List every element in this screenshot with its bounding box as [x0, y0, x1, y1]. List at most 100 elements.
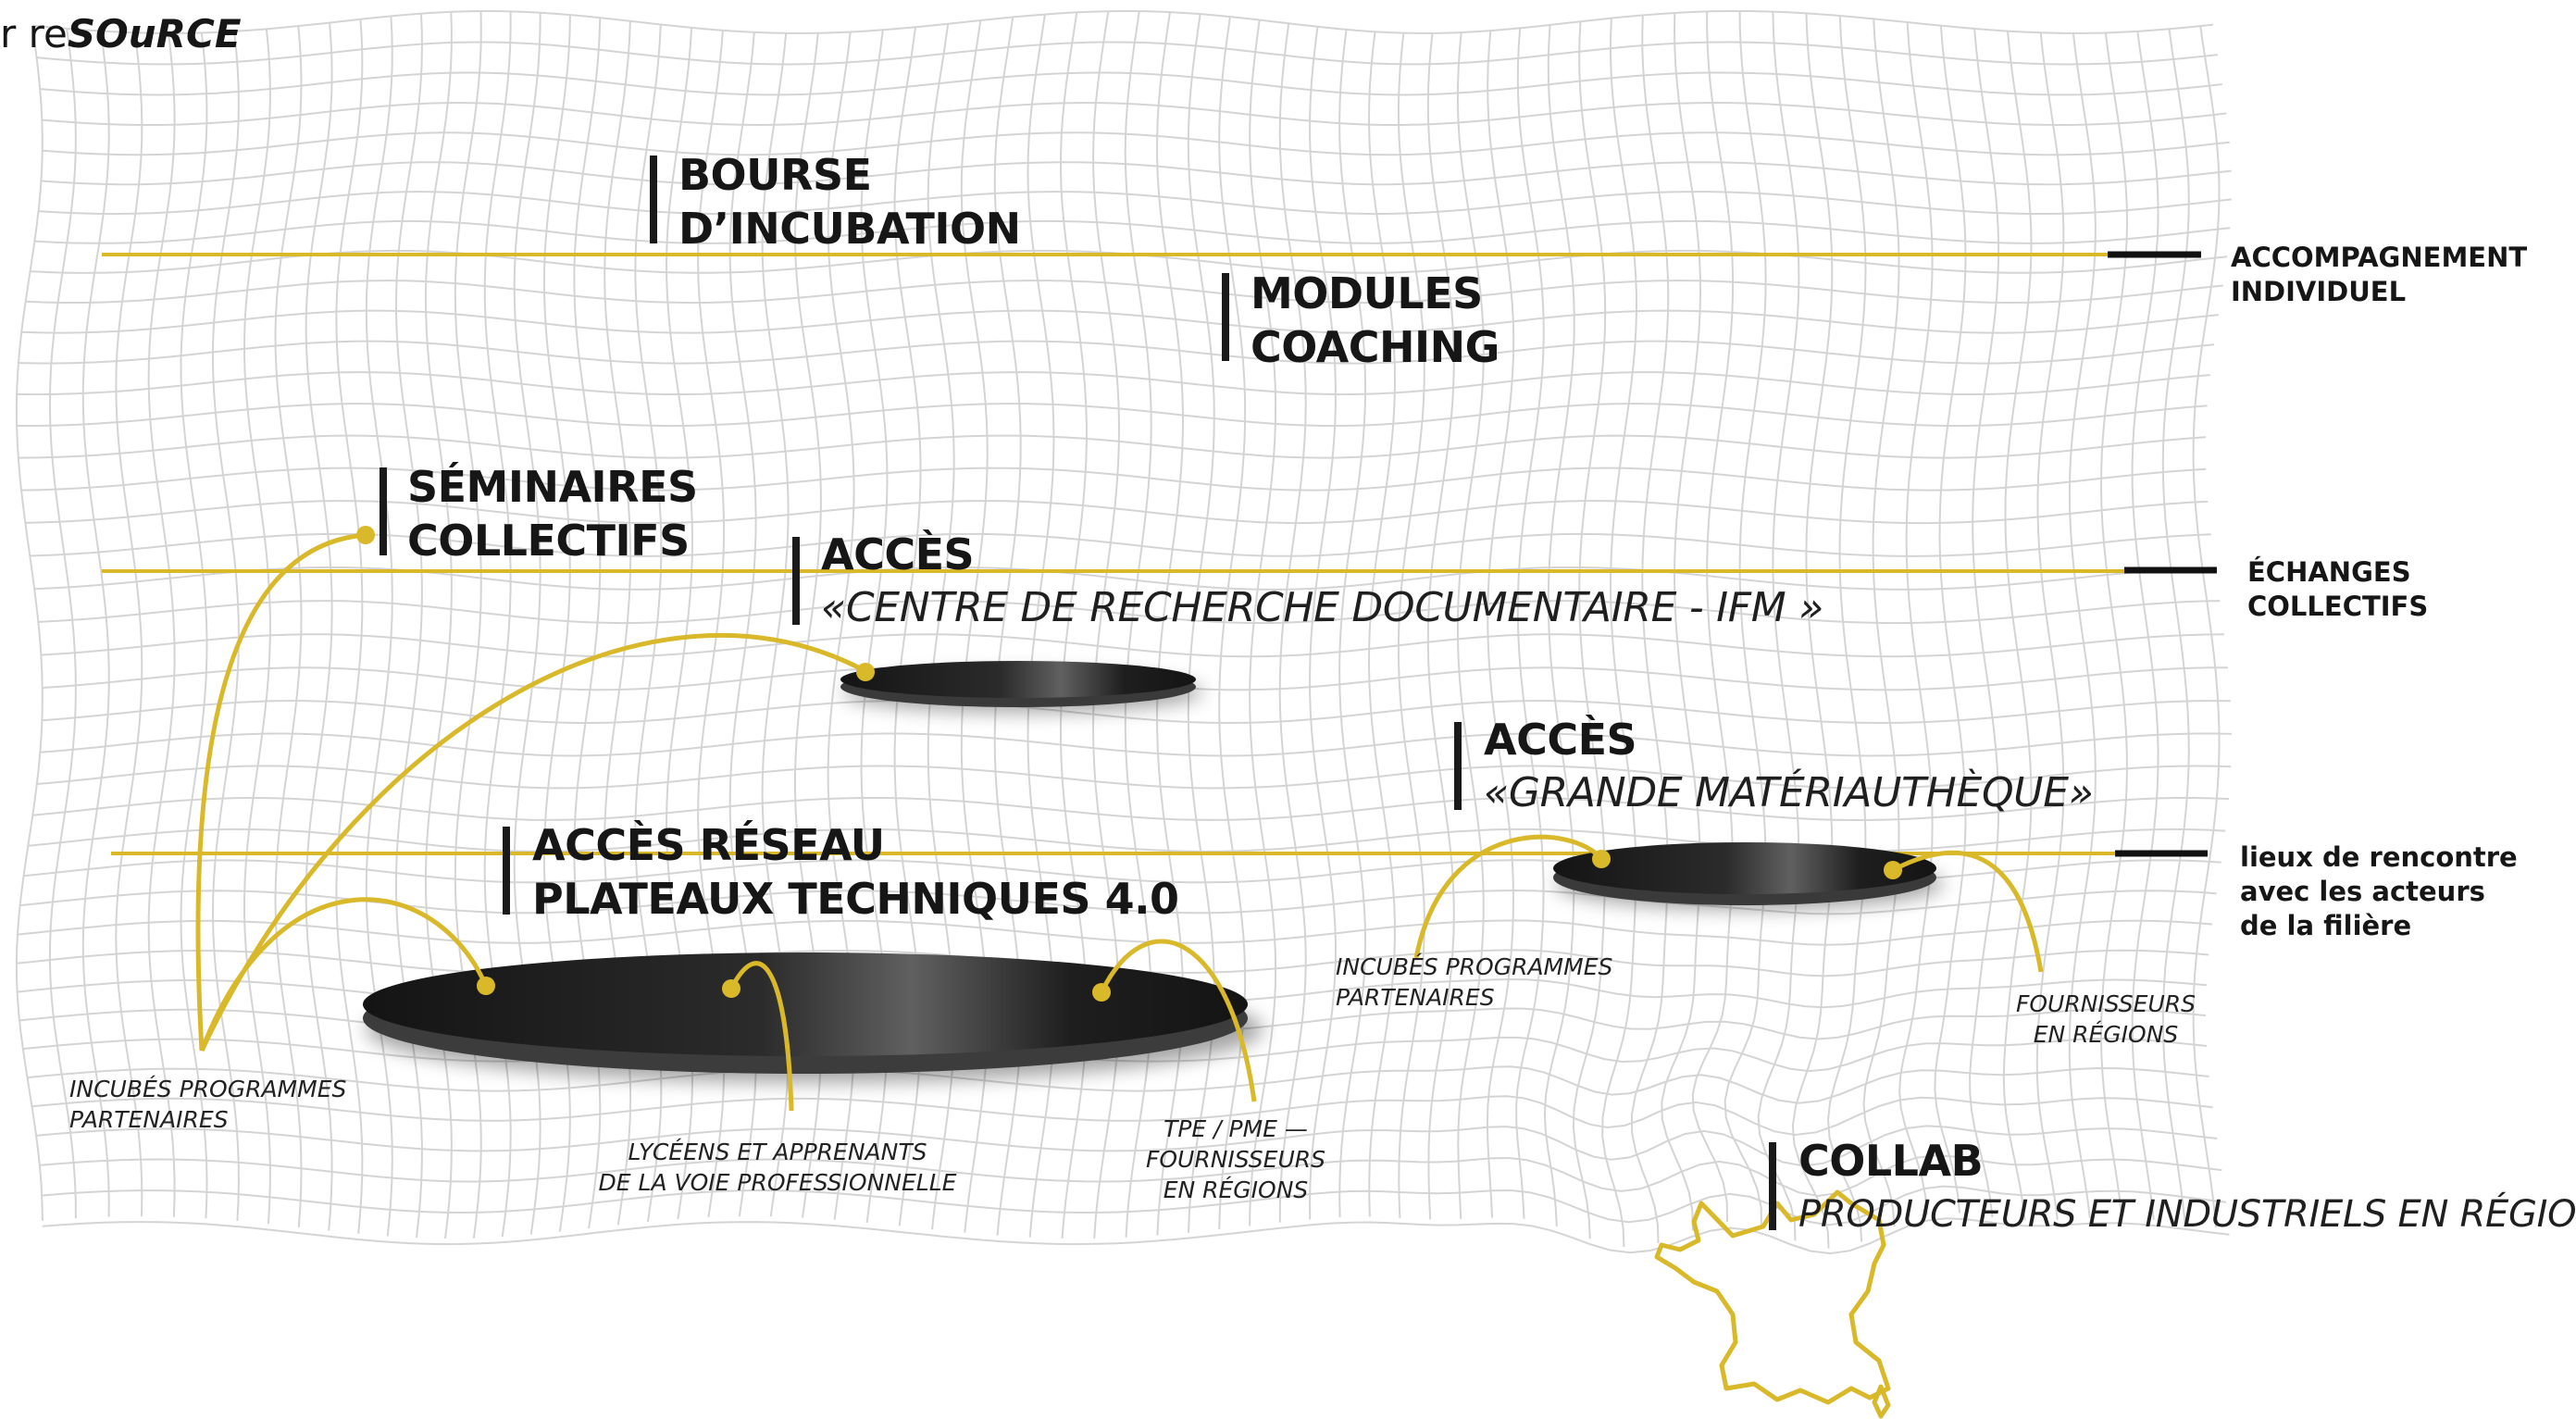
grid-line [1456, 31, 1485, 1220]
acces-reseau-line-1: ACCÈS RÉSEAU [532, 820, 885, 870]
actor-incubes-left: INCUBÉS PROGRAMMES PARTENAIRES [69, 1074, 346, 1135]
grid-line [42, 131, 2230, 156]
grid-line [1757, 11, 1800, 1241]
brand-logo: r reSOuRCE [0, 11, 242, 56]
seminaires-line-1: SÉMINAIRES [407, 462, 698, 512]
connector-arcs [195, 532, 2044, 1112]
fournisseurs-line-2: EN RÉGIONS [2033, 1021, 2179, 1048]
grid-line [2192, 25, 2221, 1228]
arc-incubes-to-centre [199, 633, 867, 1052]
brand-name: SOuRCE [67, 11, 242, 56]
acces-materiautheque-bar [1454, 722, 1462, 810]
grid-line [1309, 26, 1338, 1220]
grid-line [2068, 32, 2097, 1218]
grid-line [17, 919, 2213, 946]
modules-line-1: MODULES [1251, 268, 1483, 318]
grid-line [1572, 21, 1607, 1239]
grid-line [17, 371, 2210, 396]
grid-line [1367, 31, 1397, 1217]
lyceens-line-2: DE LA VOIE PROFESSIONNELLE [598, 1169, 957, 1196]
grid-line [305, 22, 333, 1231]
bourse-bar [650, 156, 657, 243]
rencontre-line-1: lieux de rencontre [2240, 841, 2518, 873]
rencontre-line-3: de la filière [2240, 910, 2412, 941]
brand-prefix: r re [0, 11, 68, 56]
arc-incubes-to-seminaires [195, 532, 367, 1052]
grid-line [115, 32, 143, 1217]
grid-line [15, 25, 44, 1221]
grid-line [48, 28, 77, 1219]
rencontre-line-2: avec les acteurs [2240, 876, 2485, 907]
echanges-line-1: ÉCHANGES [2247, 556, 2411, 588]
right-label-accompagnement: ACCOMPAGNEMENT INDIVIDUEL [2231, 241, 2527, 309]
line-end-markers [2108, 251, 2217, 857]
accompagnement-line-2: INDIVIDUEL [2231, 276, 2407, 307]
france-map-icon [1654, 1189, 1891, 1419]
actor-lyceens: LYCÉENS ET APPRENANTS DE LA VOIE PROFESS… [574, 1137, 981, 1198]
acces-materiautheque-subtitle: «GRANDE MATÉRIAUTHÈQUE» [1484, 769, 2094, 816]
bourse-line-1: BOURSE [678, 150, 872, 200]
grid-line [42, 700, 2231, 725]
label-seminaires-collectifs: SÉMINAIRES COLLECTIFS [407, 460, 698, 567]
connector-dots [356, 526, 1902, 1002]
tpe-line-1: TPE / PME — [1164, 1115, 1308, 1142]
collab-title: COLLAB [1798, 1136, 1984, 1186]
grid-line [1791, 13, 1834, 1249]
grid-line [335, 19, 364, 1234]
grid-line [1630, 15, 1670, 1244]
grid-line [180, 32, 208, 1219]
grid-line [81, 31, 110, 1217]
lyceens-line-1: LYCÉENS ET APPRENANTS [628, 1139, 927, 1165]
modules-line-2: COACHING [1251, 322, 1500, 372]
grid-line [36, 765, 2232, 790]
grid-line [36, 41, 2219, 66]
right-label-rencontre: lieux de rencontre avec les acteurs de l… [2240, 840, 2518, 943]
fournisseurs-line-1: FOURNISSEURS [2016, 990, 2196, 1017]
tpe-line-2: FOURNISSEURS [1146, 1146, 1325, 1173]
label-collab: COLLAB PRODUCTEURS ET INDUSTRIELS EN RÉG… [1798, 1134, 2576, 1241]
grid-line [40, 71, 2222, 96]
grid-line [1515, 28, 1545, 1219]
grid-line [18, 340, 2215, 365]
grid-line [1338, 29, 1367, 1218]
grid-line [2035, 32, 2065, 1220]
grid-line [147, 32, 176, 1217]
modules-bar [1222, 273, 1229, 361]
arc-incubes-to-materiautheque [1413, 834, 1603, 959]
grid-line [36, 1125, 2218, 1167]
grid-line [1691, 11, 1735, 1223]
incubes-right-line-1: INCUBÉS PROGRAMMES [1336, 953, 1613, 980]
grid-line [211, 31, 240, 1221]
grid-line [34, 219, 2231, 244]
grid-line [40, 732, 2232, 757]
incubes-right-line-2: PARTENAIRES [1336, 984, 1495, 1011]
grid-line [41, 161, 2232, 186]
accompagnement-line-1: ACCOMPAGNEMENT [2231, 242, 2528, 273]
acces-centre-title: ACCÈS [821, 529, 975, 579]
grid-line [1426, 32, 1455, 1220]
grid-line [25, 500, 2209, 525]
arc-fournisseurs-to-materiautheque [1891, 850, 2044, 973]
grid-line [1724, 10, 1767, 1227]
grid-line [2161, 29, 2190, 1224]
disc-plateaux-techniques [363, 952, 1263, 1083]
grid-line [1661, 12, 1702, 1231]
grid-line [27, 1065, 2209, 1104]
grid-line [31, 1095, 2213, 1137]
disc-materiautheque [1553, 842, 1944, 910]
actor-tpe: TPE / PME — FOURNISSEURS EN RÉGIONS [1111, 1114, 1361, 1205]
grid-line [41, 633, 2224, 658]
acces-materiautheque-title: ACCÈS [1484, 715, 1637, 765]
seminaires-bar [380, 467, 387, 555]
label-bourse-incubation: BOURSE D’INCUBATION [678, 148, 1021, 255]
label-acces-reseau: ACCÈS RÉSEAU PLATEAUX TECHNIQUES 4.0 [532, 818, 1179, 926]
grid-line [32, 796, 2230, 822]
label-acces-materiautheque: ACCÈS «GRANDE MATÉRIAUTHÈQUE» [1484, 713, 2094, 820]
tpe-line-3: EN RÉGIONS [1163, 1176, 1309, 1203]
grid-line [1486, 31, 1515, 1218]
actor-incubes-right: INCUBÉS PROGRAMMES PARTENAIRES [1336, 952, 1612, 1013]
grid-line [1397, 32, 1425, 1218]
grid-line [1601, 18, 1638, 1248]
grid-line [31, 9, 2214, 34]
